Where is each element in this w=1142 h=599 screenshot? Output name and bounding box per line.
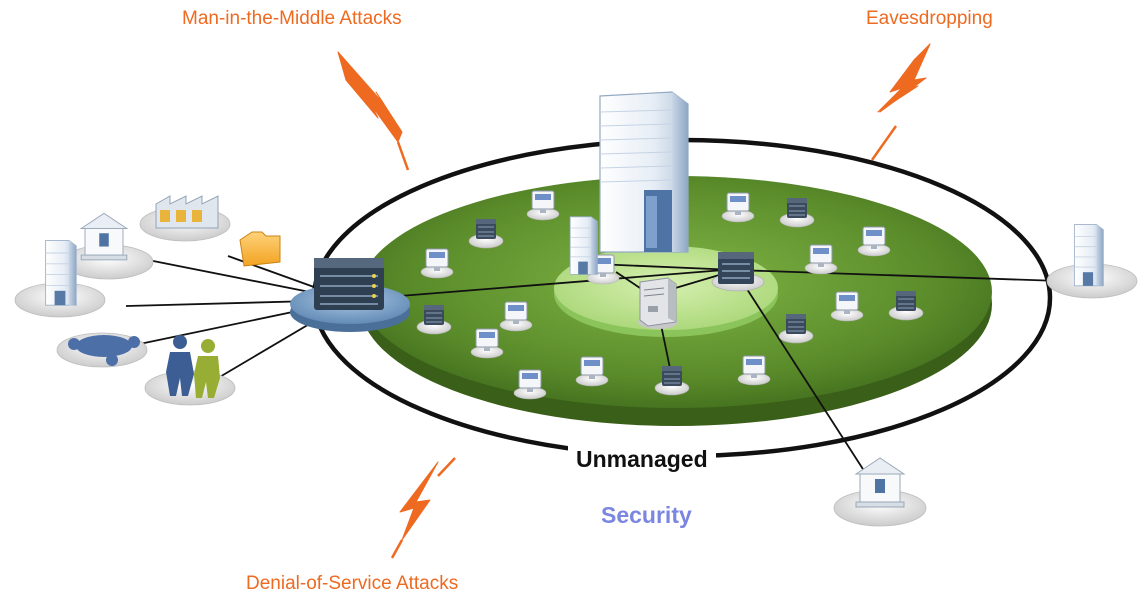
eavesdropping-label: Eavesdropping (866, 8, 993, 29)
bank-icon (833, 457, 927, 527)
folder-icon (239, 231, 281, 267)
lightning-bolt-icon (337, 43, 931, 559)
network-hub-icon (290, 258, 410, 332)
office-building-icon (1046, 224, 1138, 299)
people-handshake-icon (144, 335, 236, 406)
mitm-attack-label: Man-in-the-Middle Attacks (182, 8, 402, 29)
core-server-rack-icon (711, 252, 765, 292)
tower-server-icon (638, 277, 678, 329)
office-building-icon (599, 91, 689, 253)
office-building-icon (569, 216, 598, 275)
dos-attack-label: Denial-of-Service Attacks (246, 573, 459, 594)
factory-icon (139, 195, 231, 242)
network-cloud-icon (56, 332, 148, 368)
unmanaged-label: Unmanaged (568, 446, 716, 473)
security-label: Security (601, 502, 692, 528)
